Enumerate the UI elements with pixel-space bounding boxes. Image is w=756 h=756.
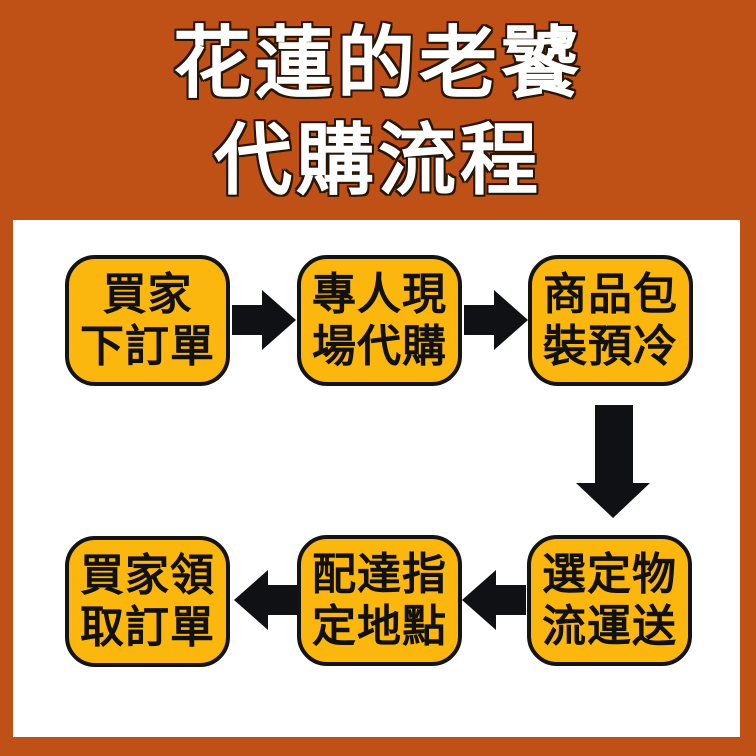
flow-step-label: 買家領 (80, 550, 215, 602)
arrow-right-icon (232, 290, 296, 350)
flow-step-label: 場代購 (312, 320, 447, 372)
flow-step-onsite-purchasing: 專人現 場代購 (297, 255, 462, 386)
arrow-right-icon (464, 290, 528, 350)
flow-step-deliver-to-location: 配達指 定地點 (297, 535, 462, 666)
page-title: 花蓮的老饕 代購流程 (0, 16, 756, 210)
flow-step-label: 買家 (102, 269, 193, 321)
flow-step-label: 取訂單 (80, 601, 215, 653)
flow-step-label: 流運送 (542, 600, 677, 652)
title-line-1: 花蓮的老饕 (172, 19, 583, 109)
flow-step-label: 配達指 (312, 549, 447, 601)
flow-step-label: 定地點 (312, 600, 447, 652)
title-line-2: 代購流程 (213, 116, 542, 206)
flow-step-buyer-places-order: 買家 下訂單 (65, 255, 230, 386)
flow-step-label: 下訂單 (80, 320, 215, 372)
arrow-left-icon (462, 570, 526, 630)
flow-step-packing-precooling: 商品包 裝預冷 (528, 255, 693, 386)
flow-step-label: 選定物 (542, 549, 677, 601)
arrow-down-icon (576, 405, 650, 518)
flowchart-panel: 買家 下訂單 專人現 場代購 商品包 裝預冷 (13, 220, 740, 737)
flow-step-buyer-picks-up-order: 買家領 取訂單 (65, 536, 230, 667)
flow-step-label: 專人現 (312, 269, 447, 321)
flow-step-label: 商品包 (543, 269, 678, 321)
flow-step-label: 裝預冷 (543, 320, 678, 372)
arrow-left-icon (234, 570, 298, 630)
flow-step-choose-logistics: 選定物 流運送 (527, 535, 692, 666)
